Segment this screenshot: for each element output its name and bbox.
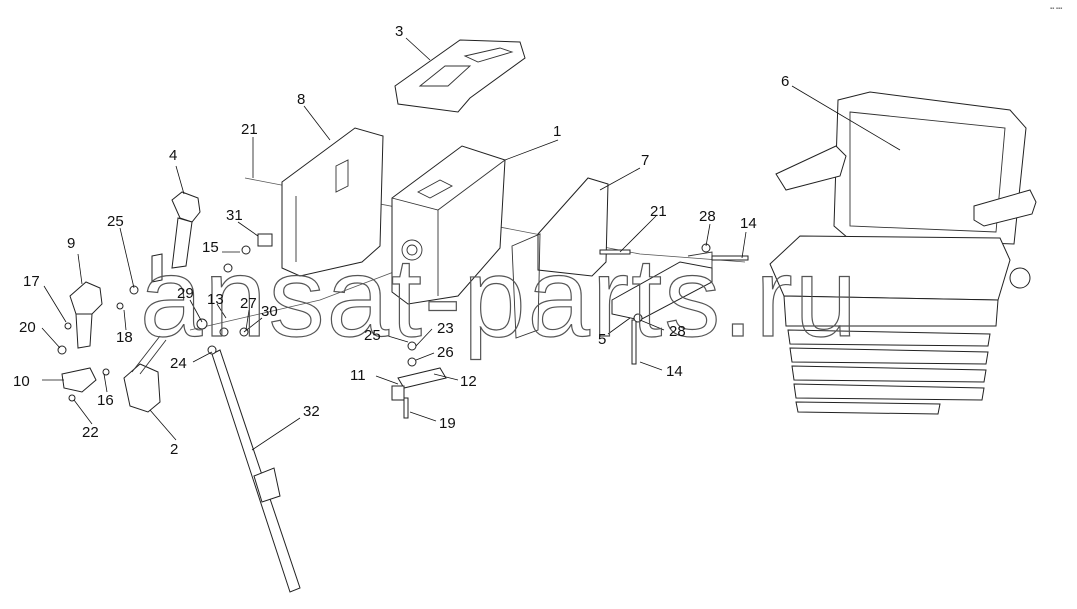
callout-21a: 21 <box>241 121 258 138</box>
callout-8: 8 <box>297 91 305 108</box>
callout-12: 12 <box>460 373 477 390</box>
callout-19: 19 <box>439 415 456 432</box>
callout-17: 17 <box>23 273 40 290</box>
callout-21b: 21 <box>650 203 667 220</box>
callout-20: 20 <box>19 319 36 336</box>
part-8-side-panel <box>281 127 384 277</box>
callout-9: 9 <box>67 235 75 252</box>
corner-mark: ▪▪ ▪▪▪ <box>1050 6 1062 12</box>
callout-26: 26 <box>437 344 454 361</box>
callout-2: 2 <box>170 441 178 458</box>
callout-4: 4 <box>169 147 177 164</box>
callout-28b: 28 <box>669 323 686 340</box>
callout-29: 29 <box>177 285 194 302</box>
part-3-console-cover <box>394 39 526 113</box>
leader-lines <box>41 37 901 451</box>
part-6-operator-seat <box>769 91 1037 415</box>
callout-6: 6 <box>781 73 789 90</box>
callout-24: 24 <box>170 355 187 372</box>
part-9-knob <box>69 281 103 349</box>
part-1-console-body <box>391 145 506 305</box>
callout-7: 7 <box>641 152 649 169</box>
fastener-parts <box>57 233 749 419</box>
callout-10: 10 <box>13 373 30 390</box>
callout-22: 22 <box>82 424 99 441</box>
callout-25b: 25 <box>364 327 381 344</box>
callout-labels: 1 2 3 4 5 6 7 8 9 10 11 12 13 14 14 15 1… <box>13 23 789 458</box>
callout-23: 23 <box>437 320 454 337</box>
part-5-base-bracket <box>611 251 713 321</box>
callout-1: 1 <box>553 123 561 140</box>
part-32-control-cable <box>211 349 301 593</box>
callout-5: 5 <box>598 331 606 348</box>
callout-14a: 14 <box>740 215 757 232</box>
callout-18: 18 <box>116 329 133 346</box>
callout-3: 3 <box>395 23 403 40</box>
callout-16: 16 <box>97 392 114 409</box>
watermark: ansat-parts.ru <box>140 235 859 360</box>
part-4-bracket <box>171 191 201 269</box>
callout-15: 15 <box>202 239 219 256</box>
callout-14b: 14 <box>666 363 683 380</box>
callout-27: 27 <box>240 295 257 312</box>
callout-13: 13 <box>207 291 224 308</box>
callout-28a: 28 <box>699 208 716 225</box>
callout-25a: 25 <box>107 213 124 230</box>
part-10-bracket <box>61 367 97 393</box>
callout-32: 32 <box>303 403 320 420</box>
callout-31: 31 <box>226 207 243 224</box>
part-7-side-panel <box>511 177 609 339</box>
part-2-shift-mechanism <box>123 335 167 413</box>
callout-11: 11 <box>350 367 366 384</box>
callout-30: 30 <box>261 303 278 320</box>
